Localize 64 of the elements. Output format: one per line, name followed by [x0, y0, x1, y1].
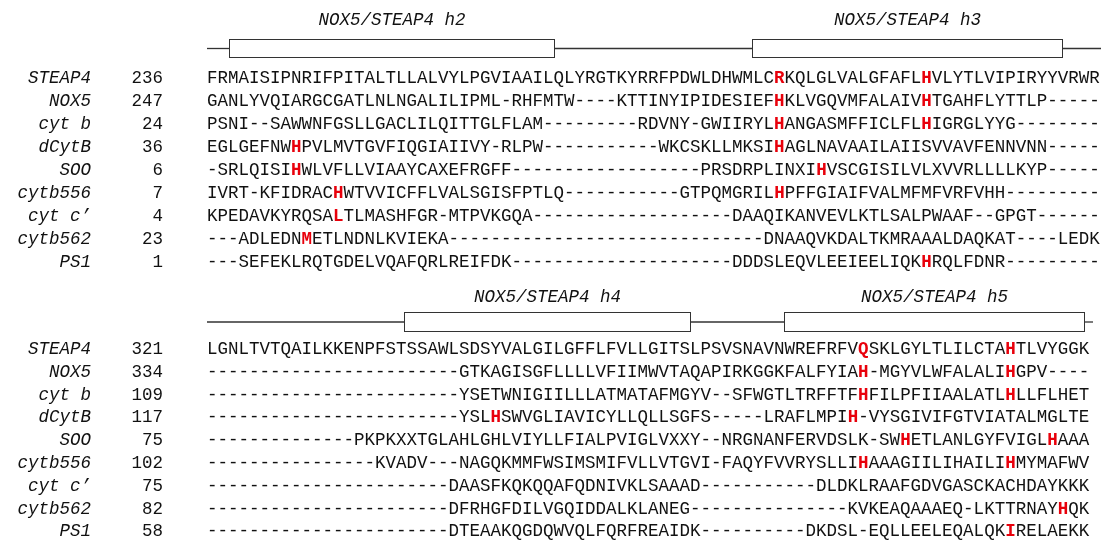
- residue-number: 321: [131, 340, 163, 358]
- sequence-text: ------------------------YSLHSWVGLIAVICYLLQLLSGFS-----LRAFLMPIH-VYSGIVIFGTVIATALMGLTE: [207, 408, 1090, 427]
- sequence-name: cyt c’: [28, 476, 91, 495]
- sequence-name: dCytB: [38, 138, 91, 156]
- sequence-text: -----------------------DFRHGFDILVGQIDDALKLANEG---------------KVKEAQAAAEQ-LKTTRNAYHQK: [207, 499, 1090, 518]
- topology-line: [1062, 47, 1102, 50]
- residue-number: 4: [152, 207, 163, 225]
- residue-number: 334: [131, 362, 163, 381]
- topology-line: [206, 47, 230, 50]
- sequence-name: cytb562: [17, 499, 91, 518]
- residue-number: 109: [131, 385, 163, 404]
- sequence-name: PS1: [59, 522, 91, 541]
- residue-number: 75: [142, 476, 163, 495]
- sequence-text: ---SEFEKLRQTGDELVQAFQRLREIFDK---------------------DDDSLEQVLEEIEELIQKHRQLFDNR---------: [207, 253, 1100, 271]
- residue-number: 236: [131, 69, 163, 87]
- sequence-name: cyt b: [38, 385, 91, 404]
- sequence-text: EGLGEFNWHPVLMVTGVFIQGIAIIVY-RLPW-----------WKCSKLLMKSIHAGLNAVAAILAIISVVAVFENNVNN-----: [207, 138, 1100, 156]
- sequence-name: cyt b: [38, 115, 91, 133]
- sequence-text: FRMAISIPNRIFPITALTLLALVYLPGVIAAILQLYRGTKYRRFPDWLDHWMLCRKQLGLVALGFAFLHVLYTLVIPIRYYVRWR: [207, 69, 1100, 87]
- residue-number: 82: [142, 499, 163, 518]
- residue-number: 7: [152, 184, 163, 202]
- residue-number: 36: [142, 138, 163, 156]
- residue-number: 247: [131, 92, 163, 110]
- sequence-text: -----------------------DTEAAKQGDQWVQLFQRFREAIDK----------DKDSL-EQLLEELEQALQKIRELAEKK: [207, 522, 1090, 541]
- sequence-name: STEAP4: [28, 340, 91, 358]
- residue-number: 6: [152, 161, 163, 179]
- sequence-name: SOO: [59, 161, 91, 179]
- sequence-text: ---ADLEDNMETLNDNLKVIEKA------------------------------DNAAQVKDALTKMRAAALDAQKAT----LEDK: [207, 230, 1100, 248]
- sequence-text: ------------------------GTKAGISGFLLLLVFIIMWVTAQAPIRKGGKFALFYIAH-MGYVLWFALALIHGPV----: [207, 362, 1090, 381]
- topology-line: [206, 321, 405, 323]
- residue-number: 1: [152, 253, 163, 271]
- sequence-name: SOO: [59, 431, 91, 450]
- sequence-name: PS1: [59, 253, 91, 271]
- sequence-text: ------------------------YSETWNIGIILLLATMATAFMGYV--SFWGTLTRFFTFHFILPFIIAALATLHLLFLHET: [207, 385, 1090, 404]
- sequence-text: ----------------KVADV---NAGQKMMFWSIMSMIFVLLVTGVI-FAQYFVVRYSLLIHAAAGIILIHAILIHMYMAFWV: [207, 454, 1090, 472]
- sequence-text: IVRT-KFIDRACHWTVVICFFLVALSGISFPTLQ-----------GTPQMGRILHPFFGIAIFVALMFMFVRFVHH---------: [207, 184, 1100, 202]
- topology-line: [690, 321, 785, 323]
- residue-number: 58: [142, 522, 163, 541]
- sequence-name: cytb556: [17, 454, 91, 472]
- helix-label: NOX5/STEAP4 h5: [861, 287, 1008, 307]
- sequence-text: LGNLTVTQAILKKENPFSTSSAWLSDSYVALGILGFFLFVLLGITSLPSVSNAVNWREFRFVQSKLGYLTLILCTAHTLVYGGK: [207, 340, 1090, 358]
- residue-number: 23: [142, 230, 163, 248]
- sequence-name: cytb556: [17, 184, 91, 202]
- residue-number: 117: [131, 408, 163, 427]
- helix-label: NOX5/STEAP4 h3: [834, 10, 981, 30]
- sequence-text: -SRLQISIHWLVFLLVIAAYCAXEFRGFF------------------PRSDRPLINXIHVSCGISILVLXVVRLLLLKYP-----: [207, 161, 1100, 179]
- helix-label: NOX5/STEAP4 h2: [318, 10, 466, 30]
- topology-line: [554, 47, 753, 50]
- sequence-name: NOX5: [49, 92, 91, 110]
- sequence-text: PSNI--SAWWNFGSLLGACLILQITTGLFLAM---------RDVNY-GWIIRYLHANGASMFFICLFLHIGRGLYYG--------: [207, 115, 1100, 133]
- sequence-name: cyt c’: [28, 207, 91, 225]
- residue-number: 75: [142, 431, 163, 450]
- sequence-text: GANLYVQIARGCGATLNLNGALILIPML-RHFMTW----KTTINYIPIDESIEFHKLVGQVMFALAIVHTGAHFLYTTLP-----: [207, 92, 1100, 110]
- sequence-name: NOX5: [49, 362, 91, 381]
- sequence-name: STEAP4: [28, 69, 91, 87]
- residue-number: 102: [131, 454, 163, 472]
- topology-line: [1084, 321, 1094, 323]
- residue-number: 24: [142, 115, 163, 133]
- sequence-name: dCytB: [38, 408, 91, 427]
- sequence-text: KPEDAVKYRQSALTLMASHFGR-MTPVKGQA-------------------DAAQIKANVEVLKTLSALPWAAF--GPGT------: [207, 207, 1100, 225]
- helix-label: NOX5/STEAP4 h4: [474, 287, 621, 307]
- sequence-name: cytb562: [17, 230, 91, 248]
- sequence-text: -----------------------DAASFKQKQQAFQDNIVKLSAAAD-----------DLDKLRAAFGDVGASCKACHDAYKKK: [207, 476, 1090, 495]
- sequence-text: --------------PKPKXXTGLAHLGHLVIYLLFIALPVIGLVXXY--NRGNANFERVDSLK-SWHETLANLGYFVIGLHAAA: [207, 431, 1090, 450]
